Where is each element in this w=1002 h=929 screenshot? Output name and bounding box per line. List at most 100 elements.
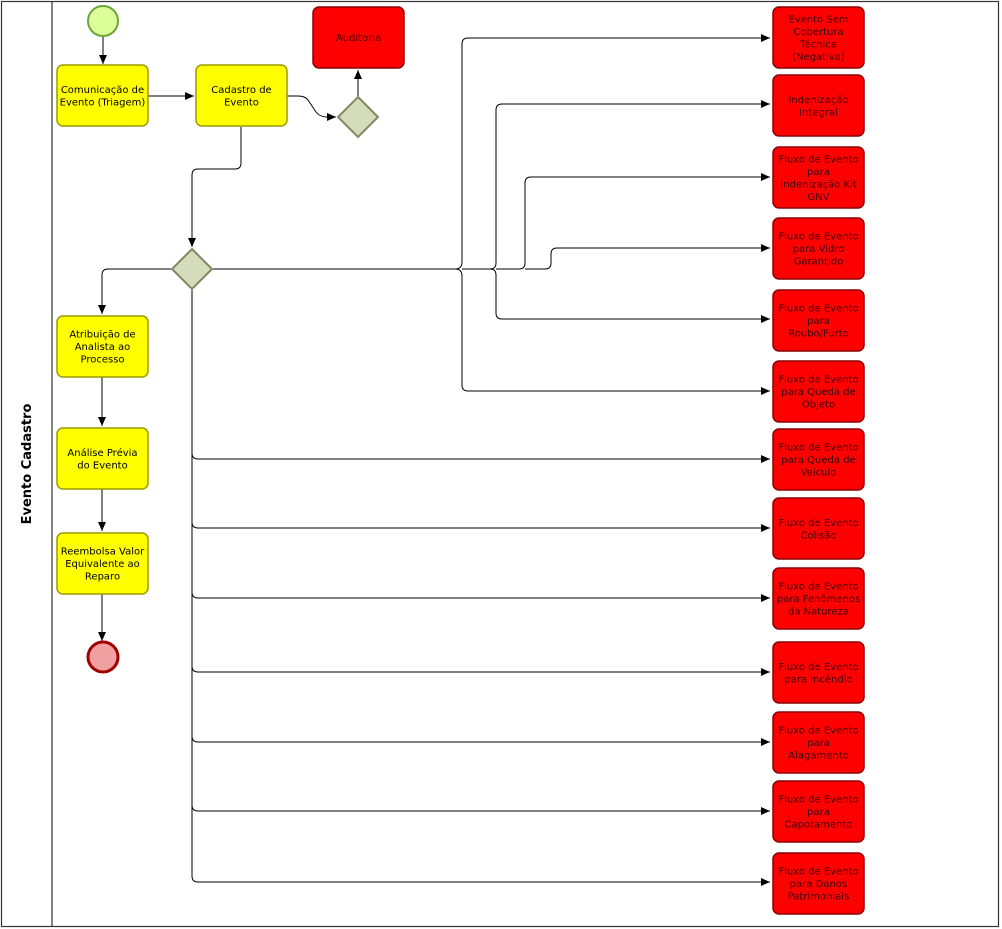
task-reembolsa-valor-label: Equivalente ao — [65, 559, 140, 570]
outcome-3-label: para Vidro — [793, 244, 845, 255]
flow-to-outcome-11 — [191, 804, 770, 815]
task-comunicacao-de-evento-shape — [56, 64, 149, 127]
task-auditoria-label: Auditoria — [336, 33, 381, 44]
outcome-4-shape — [772, 289, 865, 352]
gateway-auditoria[interactable] — [336, 95, 380, 139]
task-comunicacao-de-evento-label: Comunicação de — [61, 85, 144, 96]
outcome-10-shape — [772, 711, 865, 774]
task-analise-previa-shape — [56, 427, 149, 490]
flow-to-outcome-5 — [454, 268, 770, 395]
outcome-5-shape — [772, 360, 865, 423]
outcome-6-label: Veículo — [801, 467, 837, 479]
outcome-4-label: para — [807, 316, 830, 327]
outcome-11-label: para — [807, 807, 830, 818]
outcome-5-label: para Queda de — [781, 387, 855, 398]
flow-to-outcome-7 — [191, 521, 770, 532]
flow-cadastro-to-main-gateway — [188, 127, 242, 247]
flow-to-outcome-0 — [212, 34, 770, 270]
outcome-1-label: Integral — [799, 107, 838, 118]
sequence-flows — [98, 34, 770, 886]
outcome-8-shape — [772, 567, 865, 630]
flow-to-outcome-2 — [496, 173, 770, 270]
outcome-0-label: (Negativa) — [792, 52, 845, 63]
outcome-2-label: Indenização Kit — [780, 179, 857, 190]
outcome-5-label: Objeto — [802, 400, 835, 411]
outcome-6-label: para Queda de — [781, 455, 855, 466]
outcome-4-label: Roubo/Furto — [788, 329, 848, 340]
flow-to-outcome-4 — [489, 268, 770, 323]
task-auditoria[interactable]: Auditoria — [312, 6, 405, 69]
outcome-0-label: Técnica — [799, 38, 837, 50]
flow-to-outcome-8 — [191, 591, 770, 602]
task-reembolsa-valor-shape — [56, 532, 149, 595]
task-analise-previa-label: do Evento — [77, 460, 127, 471]
outcome-10-label: Fluxo de Evento — [778, 726, 858, 737]
outcome-3-shape — [772, 217, 865, 280]
outcome-3-label: Fluxo de Evento — [778, 232, 858, 243]
outcome-7-label: Colisão — [800, 530, 836, 541]
flow-cadastro-to-gateway — [287, 95, 336, 121]
outcome-12-label: Patrimoniais — [788, 892, 850, 903]
outcome-9-shape — [772, 641, 865, 704]
outcome-11-label: Fluxo de Evento — [778, 795, 858, 806]
outcome-4-label: Fluxo de Evento — [778, 304, 858, 315]
outcome-9-label: para incêndio — [784, 673, 852, 685]
outcome-6-label: Fluxo de Evento — [778, 443, 858, 454]
outcome-3-label: Garantido — [794, 257, 844, 268]
task-cadastro-de-evento-label: Evento — [224, 97, 259, 108]
start-event[interactable] — [87, 5, 119, 37]
outcome-12-label: Fluxo de Evento — [778, 867, 858, 878]
outcome-10-label: para — [807, 738, 830, 749]
gateway-main[interactable] — [170, 247, 214, 291]
outcome-11-label: Capotamento — [785, 820, 853, 831]
task-analise-previa-label: Análise Prévia — [67, 447, 137, 459]
flow-to-outcome-3 — [525, 244, 770, 270]
task-cadastro-de-evento-label: Cadastro de — [211, 85, 271, 96]
task-atribuicao-de-analista-label: Analista ao — [75, 342, 131, 353]
outcome-5-label: Fluxo de Evento — [778, 375, 858, 386]
outcome-1-shape — [772, 74, 865, 137]
task-comunicacao-de-evento-label: Evento (Triagem) — [60, 97, 146, 108]
end-event[interactable] — [86, 640, 120, 674]
outcome-12-shape — [772, 852, 865, 915]
outcome-7-label: Fluxo de Evento — [778, 518, 858, 529]
flow-to-outcome-10 — [191, 735, 770, 746]
outcome-2-label: Fluxo de Evento — [778, 154, 858, 165]
outcome-8-label: da Natureza — [788, 607, 849, 618]
outcome-2-label: para — [807, 167, 830, 178]
outcome-2-shape — [772, 146, 865, 209]
outcome-10-label: Alagamento — [788, 751, 849, 762]
outcome-7-shape — [772, 497, 865, 560]
outcome-8-label: para Fenômenos — [777, 593, 860, 605]
outcome-0-label: Evento Sem — [788, 14, 848, 25]
flow-to-outcome-12 — [191, 289, 770, 886]
task-reembolsa-valor-label: Reparo — [85, 572, 120, 583]
task-atribuicao-de-analista-label: Atribuição de — [69, 330, 135, 341]
flow-to-outcome-1 — [462, 100, 770, 270]
outcome-0-label: Cobertura — [793, 27, 843, 38]
outcome-11-shape — [772, 780, 865, 843]
task-auditoria-shape — [312, 6, 405, 69]
flow-gateway-to-atribuicao — [98, 268, 172, 314]
outcome-9-label: Fluxo de Evento — [778, 662, 858, 673]
